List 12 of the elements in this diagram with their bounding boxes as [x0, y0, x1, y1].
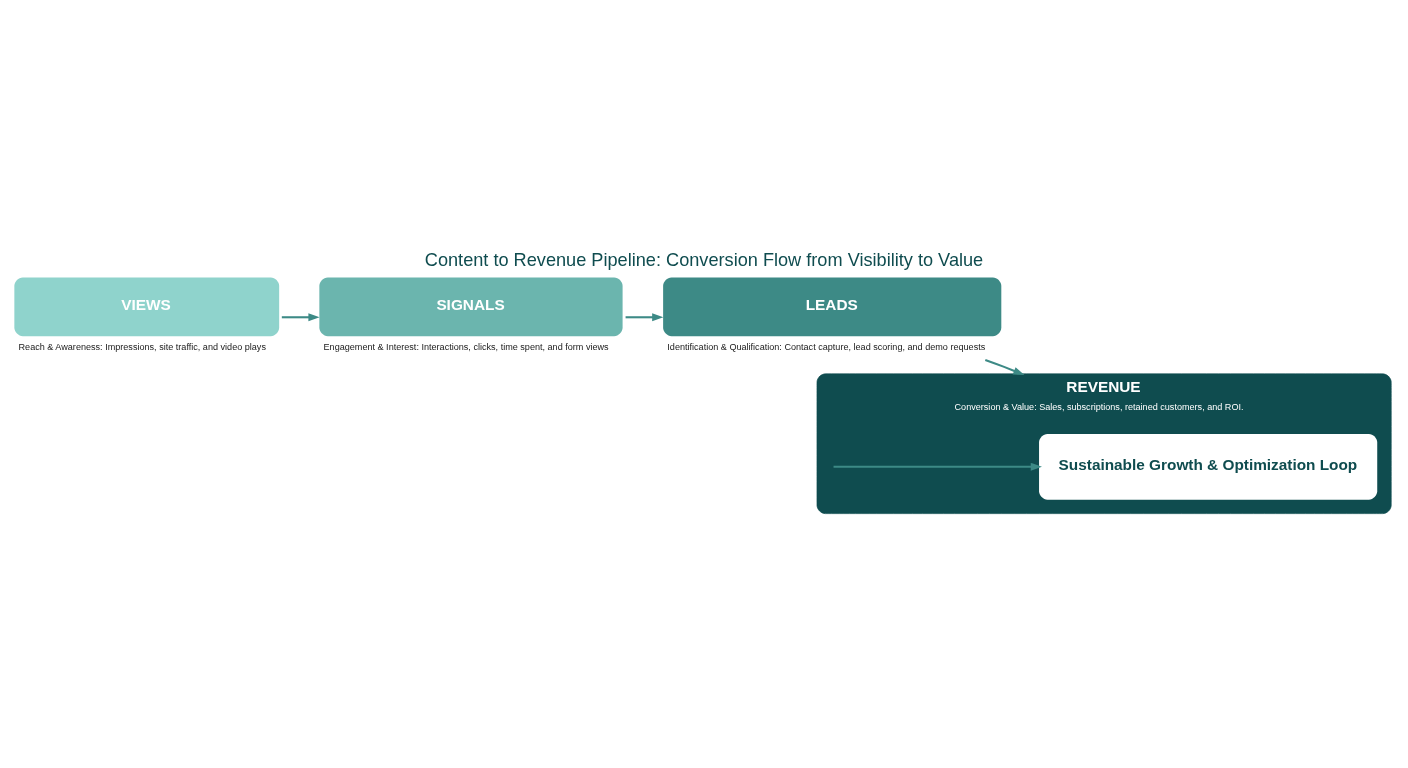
arrow	[984, 358, 1025, 376]
node-box: VIEWS	[14, 277, 280, 337]
node-box: LEADS	[663, 277, 1002, 337]
node-label: Reach & Awareness: Impressions, site traffic, and video plays	[18, 342, 266, 353]
arrow	[833, 462, 1042, 471]
arrow	[625, 313, 664, 322]
node-label: Identification & Qualification: Contact capture, lead scoring, and demo requests	[667, 342, 986, 353]
node-label: Engagement & Interest: Interactions, clicks, time spent, and form views	[323, 342, 609, 353]
arrow	[281, 313, 320, 322]
diagram-title: Content to Revenue Pipeline: Conversion Flow from Visibility to Value	[424, 250, 984, 271]
node-box: Sustainable Growth & Optimization Loop	[1039, 433, 1378, 500]
node-box: SIGNALS	[319, 277, 623, 337]
